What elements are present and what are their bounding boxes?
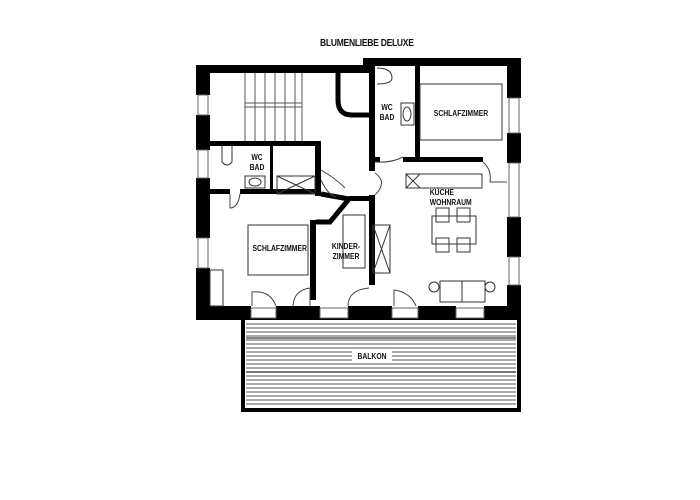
room-label-balkon: BALKON [357, 352, 387, 361]
exterior-walls [196, 58, 521, 320]
windows [197, 94, 520, 319]
balcony-deck [241, 316, 521, 412]
interior-walls [210, 66, 483, 300]
room-label-wc-bad-left: WC BAD [249, 153, 265, 172]
doors [229, 156, 507, 307]
room-label-kinderzimmer: KINDER- ZIMMER [331, 242, 361, 261]
plan-title: BLUMENLIEBE DELUXE [320, 38, 414, 49]
room-label-kuche-wohnraum: KÜCHE WOHNRAUM [429, 188, 472, 207]
room-label-schlafzimmer-right: SCHLAFZIMMER [433, 109, 489, 118]
room-label-wc-bad-right: WC BAD [379, 103, 395, 122]
staircase [244, 73, 303, 141]
room-label-schlafzimmer-left: SCHLAFZIMMER [252, 244, 307, 253]
fixtures [209, 67, 503, 307]
